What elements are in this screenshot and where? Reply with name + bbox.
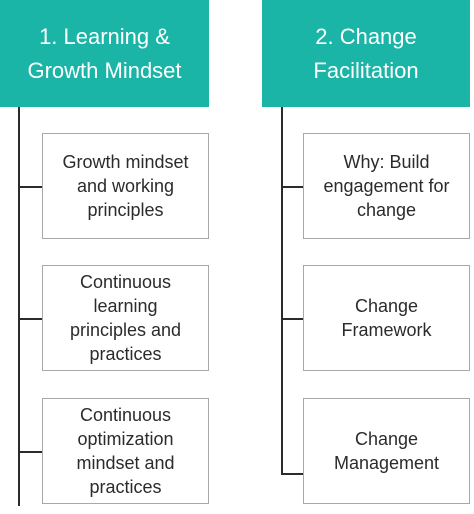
column-1-title: 1. Learning & Growth Mindset <box>27 23 182 83</box>
column-2-item-1-label: Why: Build engagement for change <box>323 152 450 220</box>
column-1-connector-tick-1 <box>18 186 42 188</box>
column-1-item-1-label: Growth mindset and working principles <box>62 152 189 220</box>
column-1-item-3: Continuous optimization mindset and prac… <box>42 398 209 504</box>
column-1-connector-spine <box>18 107 20 506</box>
column-2-item-1: Why: Build engagement for change <box>303 133 470 239</box>
column-1-item-1: Growth mindset and working principles <box>42 133 209 239</box>
column-2-item-3-label: Change Management <box>333 429 440 473</box>
column-2-connector-tick-1 <box>281 186 303 188</box>
column-2-item-2-label: Change Framework <box>341 296 432 340</box>
column-1-header: 1. Learning & Growth Mindset <box>0 0 209 107</box>
column-1-connector-tick-3 <box>18 451 42 453</box>
column-1-connector-tick-2 <box>18 318 42 320</box>
column-1-item-2-label: Continuous learning principles and pract… <box>69 272 182 364</box>
column-1-item-2: Continuous learning principles and pract… <box>42 265 209 371</box>
column-2-connector-tick-3 <box>281 473 303 475</box>
column-2-item-3: Change Management <box>303 398 470 504</box>
column-1-item-3-label: Continuous optimization mindset and prac… <box>76 405 175 497</box>
column-2-connector-tick-2 <box>281 318 303 320</box>
column-2-connector-spine <box>281 107 283 475</box>
column-2-title: 2. Change Facilitation <box>313 23 419 83</box>
column-2-header: 2. Change Facilitation <box>262 0 470 107</box>
column-2-item-2: Change Framework <box>303 265 470 371</box>
